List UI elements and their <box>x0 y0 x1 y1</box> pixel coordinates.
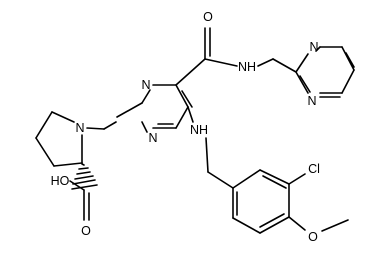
bond <box>341 69 355 94</box>
bond <box>141 89 151 104</box>
bond <box>288 173 306 185</box>
atom-labels: O NH N N N N N NH Cl O HO O <box>51 10 320 244</box>
bond <box>53 162 83 167</box>
bond <box>259 216 290 234</box>
bond <box>321 219 349 232</box>
bond <box>86 127 105 130</box>
bond <box>295 53 309 73</box>
bond <box>204 58 238 67</box>
pyrimidine-nitrogen-label: N <box>309 40 318 54</box>
bond <box>103 121 117 130</box>
bond <box>262 175 287 189</box>
bond <box>232 217 261 234</box>
hydroxyl-label: HO <box>51 174 70 188</box>
hashed-wedge-bond <box>71 163 98 190</box>
bond-lines <box>35 27 355 234</box>
bond <box>315 46 321 52</box>
bond <box>341 46 355 71</box>
carboxyl-bonds <box>69 180 90 221</box>
bond <box>232 169 261 189</box>
bond <box>259 169 290 185</box>
bond <box>259 213 285 228</box>
bond <box>175 84 189 108</box>
central-ring-nitrogen-label: N <box>141 78 150 92</box>
bond <box>181 90 193 108</box>
methoxy-oxygen-label: O <box>308 230 318 244</box>
bond <box>272 58 297 73</box>
pyrrolidine-nitrogen-label: N <box>75 121 84 135</box>
chlorine-label: Cl <box>308 162 320 176</box>
bond <box>141 121 148 133</box>
bond <box>69 180 85 191</box>
bond <box>187 106 194 123</box>
amine-nitrogen-label: NH <box>190 123 208 137</box>
pyrimidine-nitrogen-label: N <box>307 94 316 108</box>
bond <box>207 171 234 189</box>
bond <box>295 71 309 94</box>
bond <box>299 75 311 93</box>
bond <box>51 111 75 123</box>
amide-nitrogen-label: NH <box>238 60 256 74</box>
bond <box>116 102 143 118</box>
bond <box>205 137 209 173</box>
bond <box>35 137 55 167</box>
bond <box>288 216 306 231</box>
carbonyl-oxygen-label: O <box>81 224 91 238</box>
bond <box>175 106 189 129</box>
bond <box>257 58 274 67</box>
central-ring-nitrogen-label: N <box>148 131 157 145</box>
bond <box>345 52 355 68</box>
bond <box>175 58 206 86</box>
bond <box>35 111 53 139</box>
amide-oxygen-label: O <box>203 10 213 24</box>
